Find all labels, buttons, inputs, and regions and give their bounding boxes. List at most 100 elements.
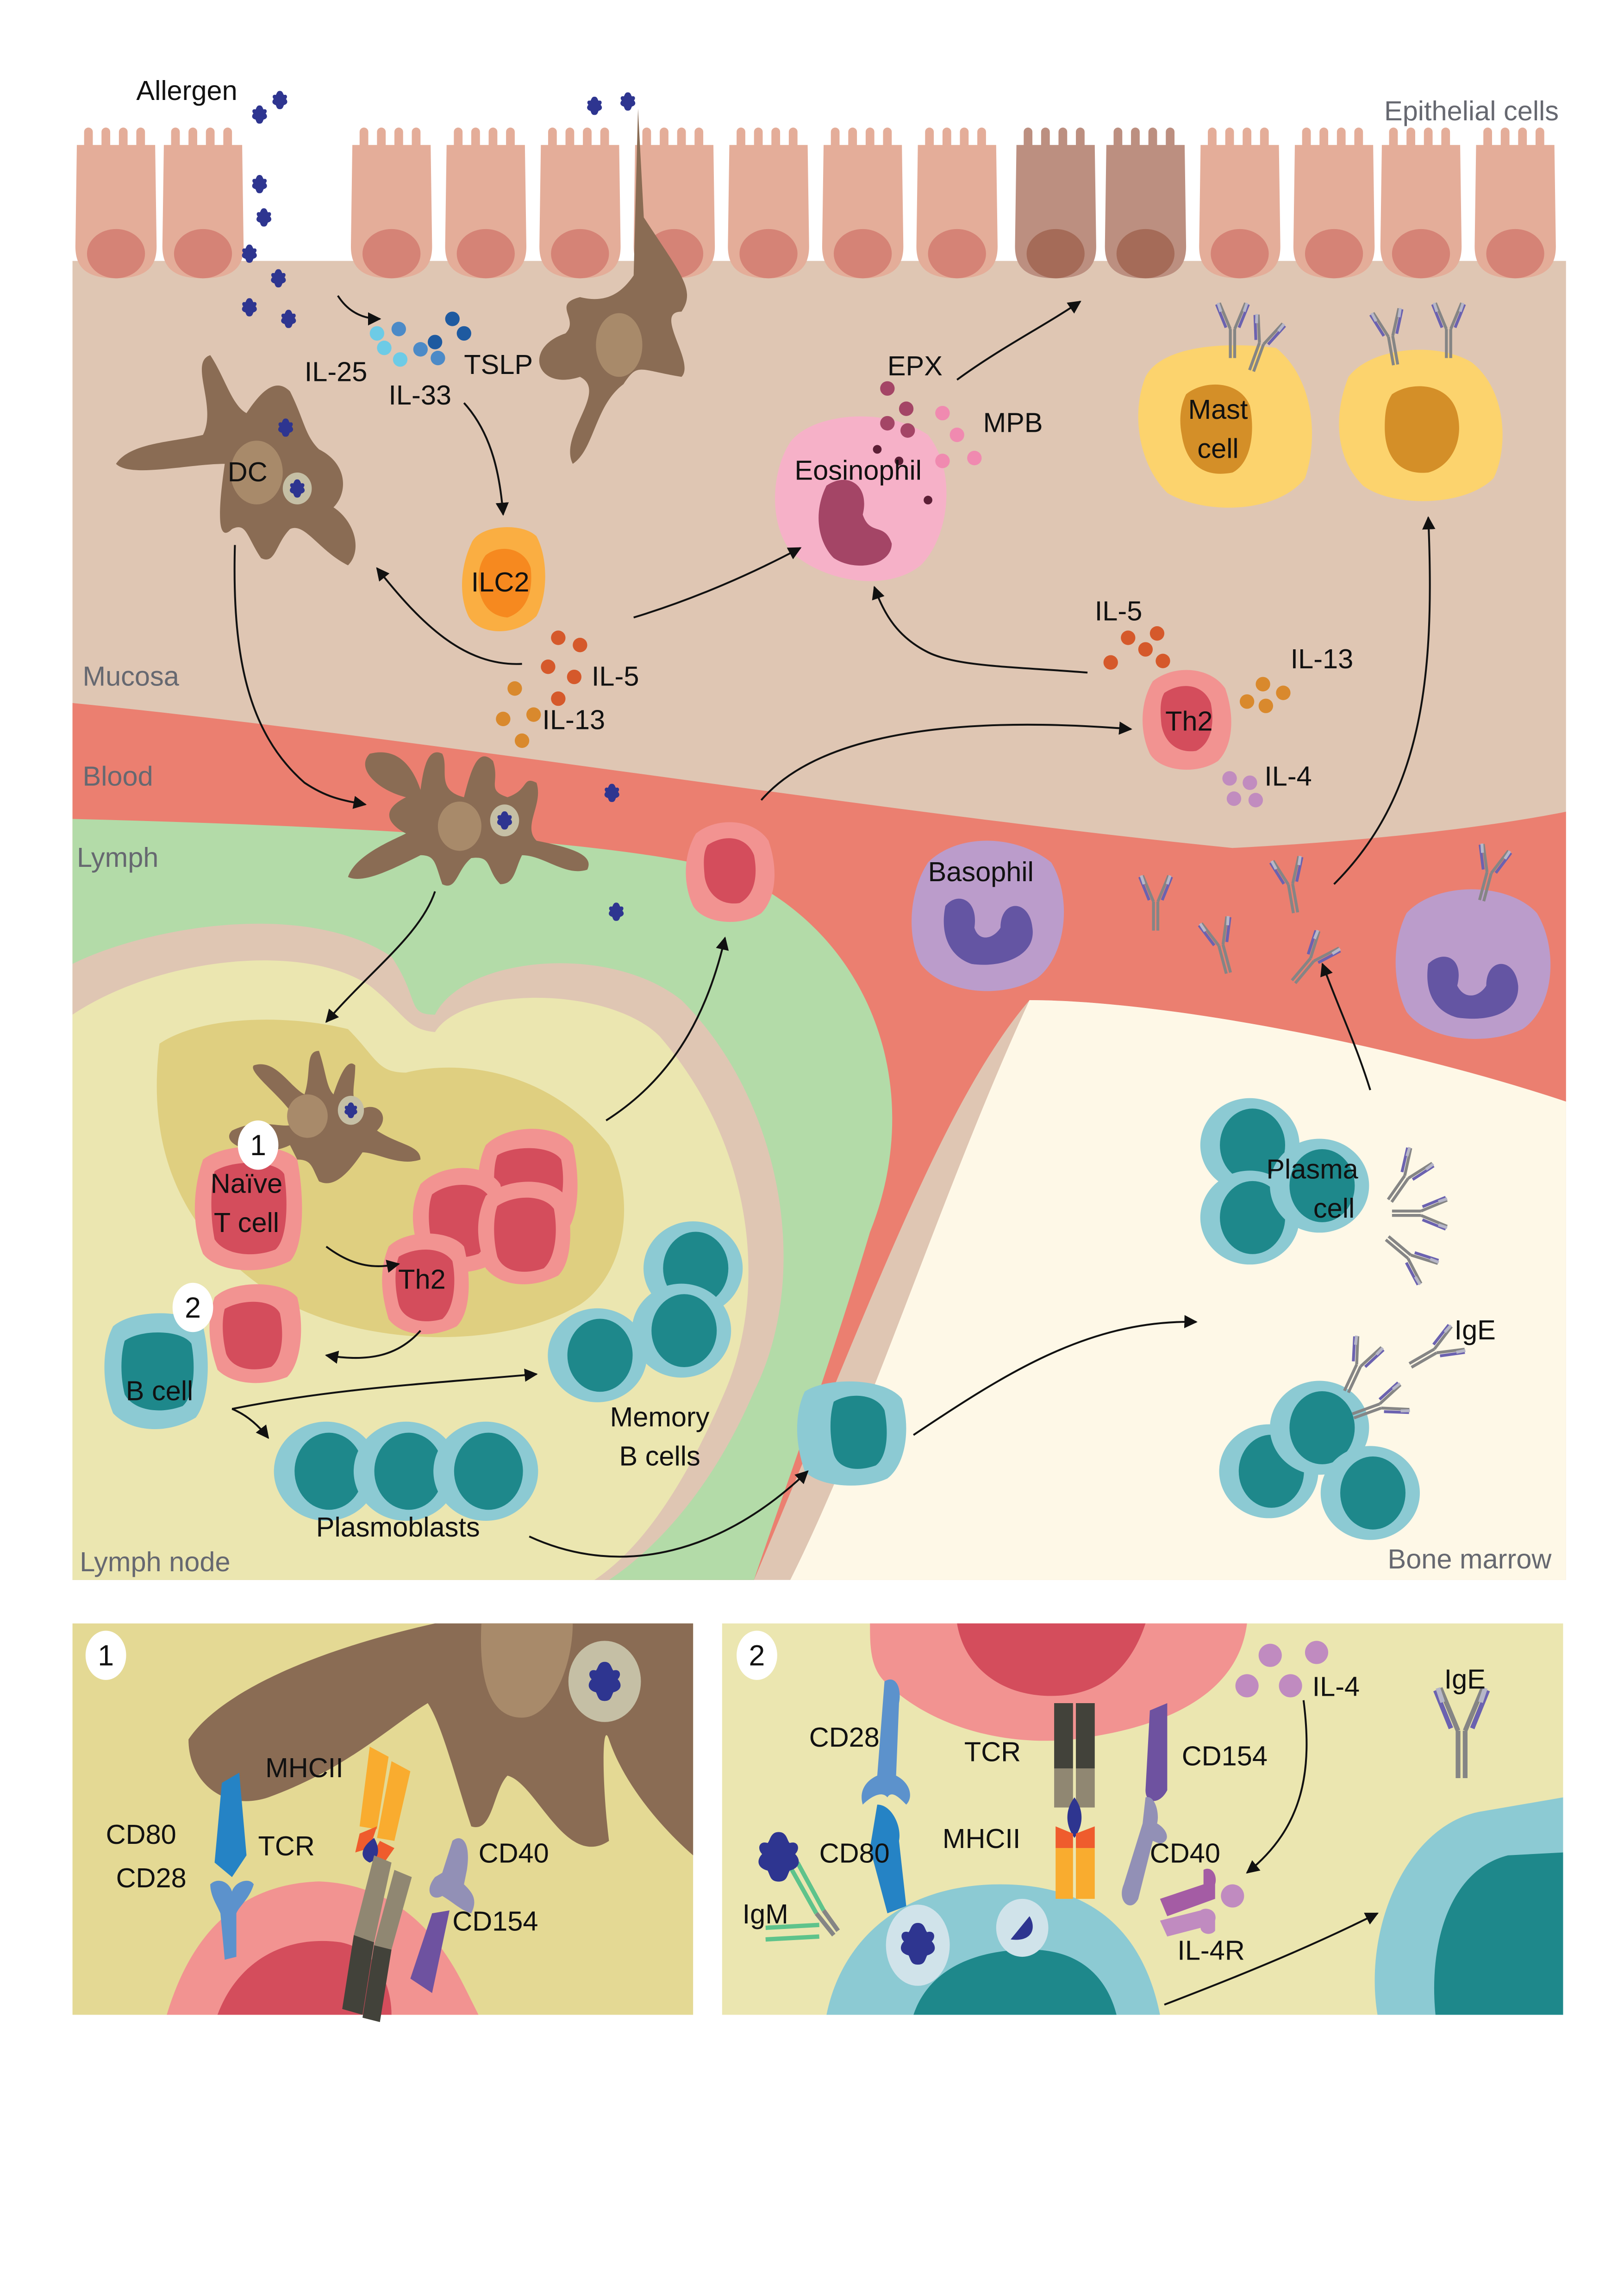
th2-cell-mucosa [1143, 670, 1231, 770]
label-plasmoblasts: Plasmoblasts [316, 1512, 480, 1543]
label-naive-line1: Naïve [211, 1168, 282, 1199]
dendritic-cell-epithelial [539, 108, 687, 464]
b-lineage-nucleus [1340, 1456, 1405, 1530]
cilium [1406, 127, 1415, 151]
cilium [677, 127, 686, 151]
epithelial-nucleus [1392, 229, 1450, 279]
epithelial-nucleus [1305, 229, 1363, 279]
inset1-tcr [354, 1855, 412, 1950]
label-mast-cell-line1: Mast [1188, 394, 1248, 425]
cilium [788, 127, 798, 151]
cilium [883, 127, 892, 151]
region-label-bone-marrow: Bone marrow [1388, 1543, 1552, 1574]
inset2-label-igm: IgM [743, 1898, 788, 1929]
label-basophil: Basophil [928, 856, 1034, 887]
inset2-label-il4: IL-4 [1312, 1671, 1360, 1702]
naive-t-cell [194, 1146, 302, 1270]
plasmoblasts [274, 1421, 538, 1521]
label-ilc2-il5: IL-5 [592, 660, 639, 691]
cilium [1260, 127, 1269, 151]
inset-panel-1: 1 CD80 CD28 MHCII TCR CD40 CD154 [72, 1623, 693, 2022]
cilium [506, 127, 515, 151]
inset2-tcr [1054, 1703, 1095, 1768]
inset2-number: 2 [749, 1640, 765, 1672]
label-memory-line1: Memory [610, 1401, 710, 1432]
cilium [660, 127, 668, 151]
inset2-cd28 [862, 1679, 910, 1805]
cilium [359, 127, 369, 151]
marker-2[interactable]: 2 [172, 1282, 213, 1332]
inset2-label-cd80: CD80 [819, 1838, 890, 1869]
label-epx: EPX [887, 350, 943, 381]
mast-cell-1 [1138, 345, 1312, 508]
cilium [600, 127, 609, 151]
epithelial-cytokines [369, 311, 471, 367]
cilium [454, 127, 463, 151]
cilium [394, 127, 403, 151]
region-label-lymph-node: Lymph node [80, 1546, 230, 1577]
inset2-il4r [1160, 1868, 1216, 1916]
cilium [960, 127, 969, 151]
b-lineage-nucleus [454, 1432, 523, 1510]
b-cell [104, 1313, 208, 1429]
eosinophil-granules [880, 381, 982, 468]
svg-text:1: 1 [250, 1129, 266, 1162]
label-plasma-line2: cell [1313, 1193, 1355, 1224]
label-th2-il4: IL-4 [1264, 761, 1312, 792]
label-th2-il13: IL-13 [1291, 643, 1354, 674]
inset1-label-cd28: CD28 [116, 1862, 187, 1893]
label-il33: IL-33 [388, 380, 451, 411]
cilium [1024, 127, 1033, 151]
cilium [1076, 127, 1085, 151]
cilium [223, 127, 232, 151]
label-mpb: MPB [983, 407, 1043, 438]
migrating-b-cell [797, 1381, 906, 1486]
inset2-cd154 [1145, 1703, 1168, 1801]
ilc2-cytokines [496, 630, 587, 748]
region-label-mucosa: Mucosa [83, 660, 180, 691]
cilium [977, 127, 986, 151]
cilium [171, 127, 180, 151]
inset2-label-tcr: TCR [964, 1736, 1021, 1767]
epithelial-nucleus [362, 229, 421, 279]
epithelial-nucleus [174, 229, 232, 279]
b-lineage-nucleus [294, 1432, 364, 1510]
cilium [1131, 127, 1140, 151]
cilium [1041, 127, 1050, 151]
label-dc: DC [228, 456, 268, 487]
cilium [188, 127, 197, 151]
b-lineage-nucleus [374, 1432, 443, 1510]
label-plasma-line1: Plasma [1266, 1153, 1358, 1184]
b-lineage-nucleus [1289, 1149, 1355, 1222]
inset2-mhcii [1056, 1826, 1095, 1848]
dendritic-cell-lymph-node [229, 1051, 421, 1183]
epithelial-nucleus [1026, 229, 1085, 279]
epithelial-nucleus [1211, 229, 1269, 279]
cilium [119, 127, 128, 151]
marker-1[interactable]: 1 [237, 1120, 279, 1170]
label-eosinophil: Eosinophil [794, 455, 922, 486]
plasma-cells [1200, 1098, 1369, 1265]
epithelial-nucleus [928, 229, 986, 279]
cilium [101, 127, 111, 151]
b-lineage-nucleus [567, 1319, 633, 1392]
cilium [1166, 127, 1175, 151]
epithelial-nucleus [1116, 229, 1175, 279]
cilium [942, 127, 951, 151]
label-th2-node: Th2 [398, 1263, 446, 1294]
cilium [865, 127, 874, 151]
basophil-cell-1 [912, 840, 1064, 991]
epithelial-nucleus [87, 229, 145, 279]
cilium [1148, 127, 1157, 151]
b-lineage-nucleus [651, 1294, 717, 1368]
epithelial-nucleus [456, 229, 515, 279]
cilium [583, 127, 592, 151]
inset1-cd28 [210, 1880, 254, 1960]
cilium [694, 127, 704, 151]
label-th2-il5: IL-5 [1095, 595, 1143, 626]
inset1-label-cd80: CD80 [106, 1819, 176, 1850]
cilium [831, 127, 840, 151]
cilium [565, 127, 575, 151]
label-il25: IL-25 [305, 356, 368, 387]
cilium [548, 127, 557, 151]
